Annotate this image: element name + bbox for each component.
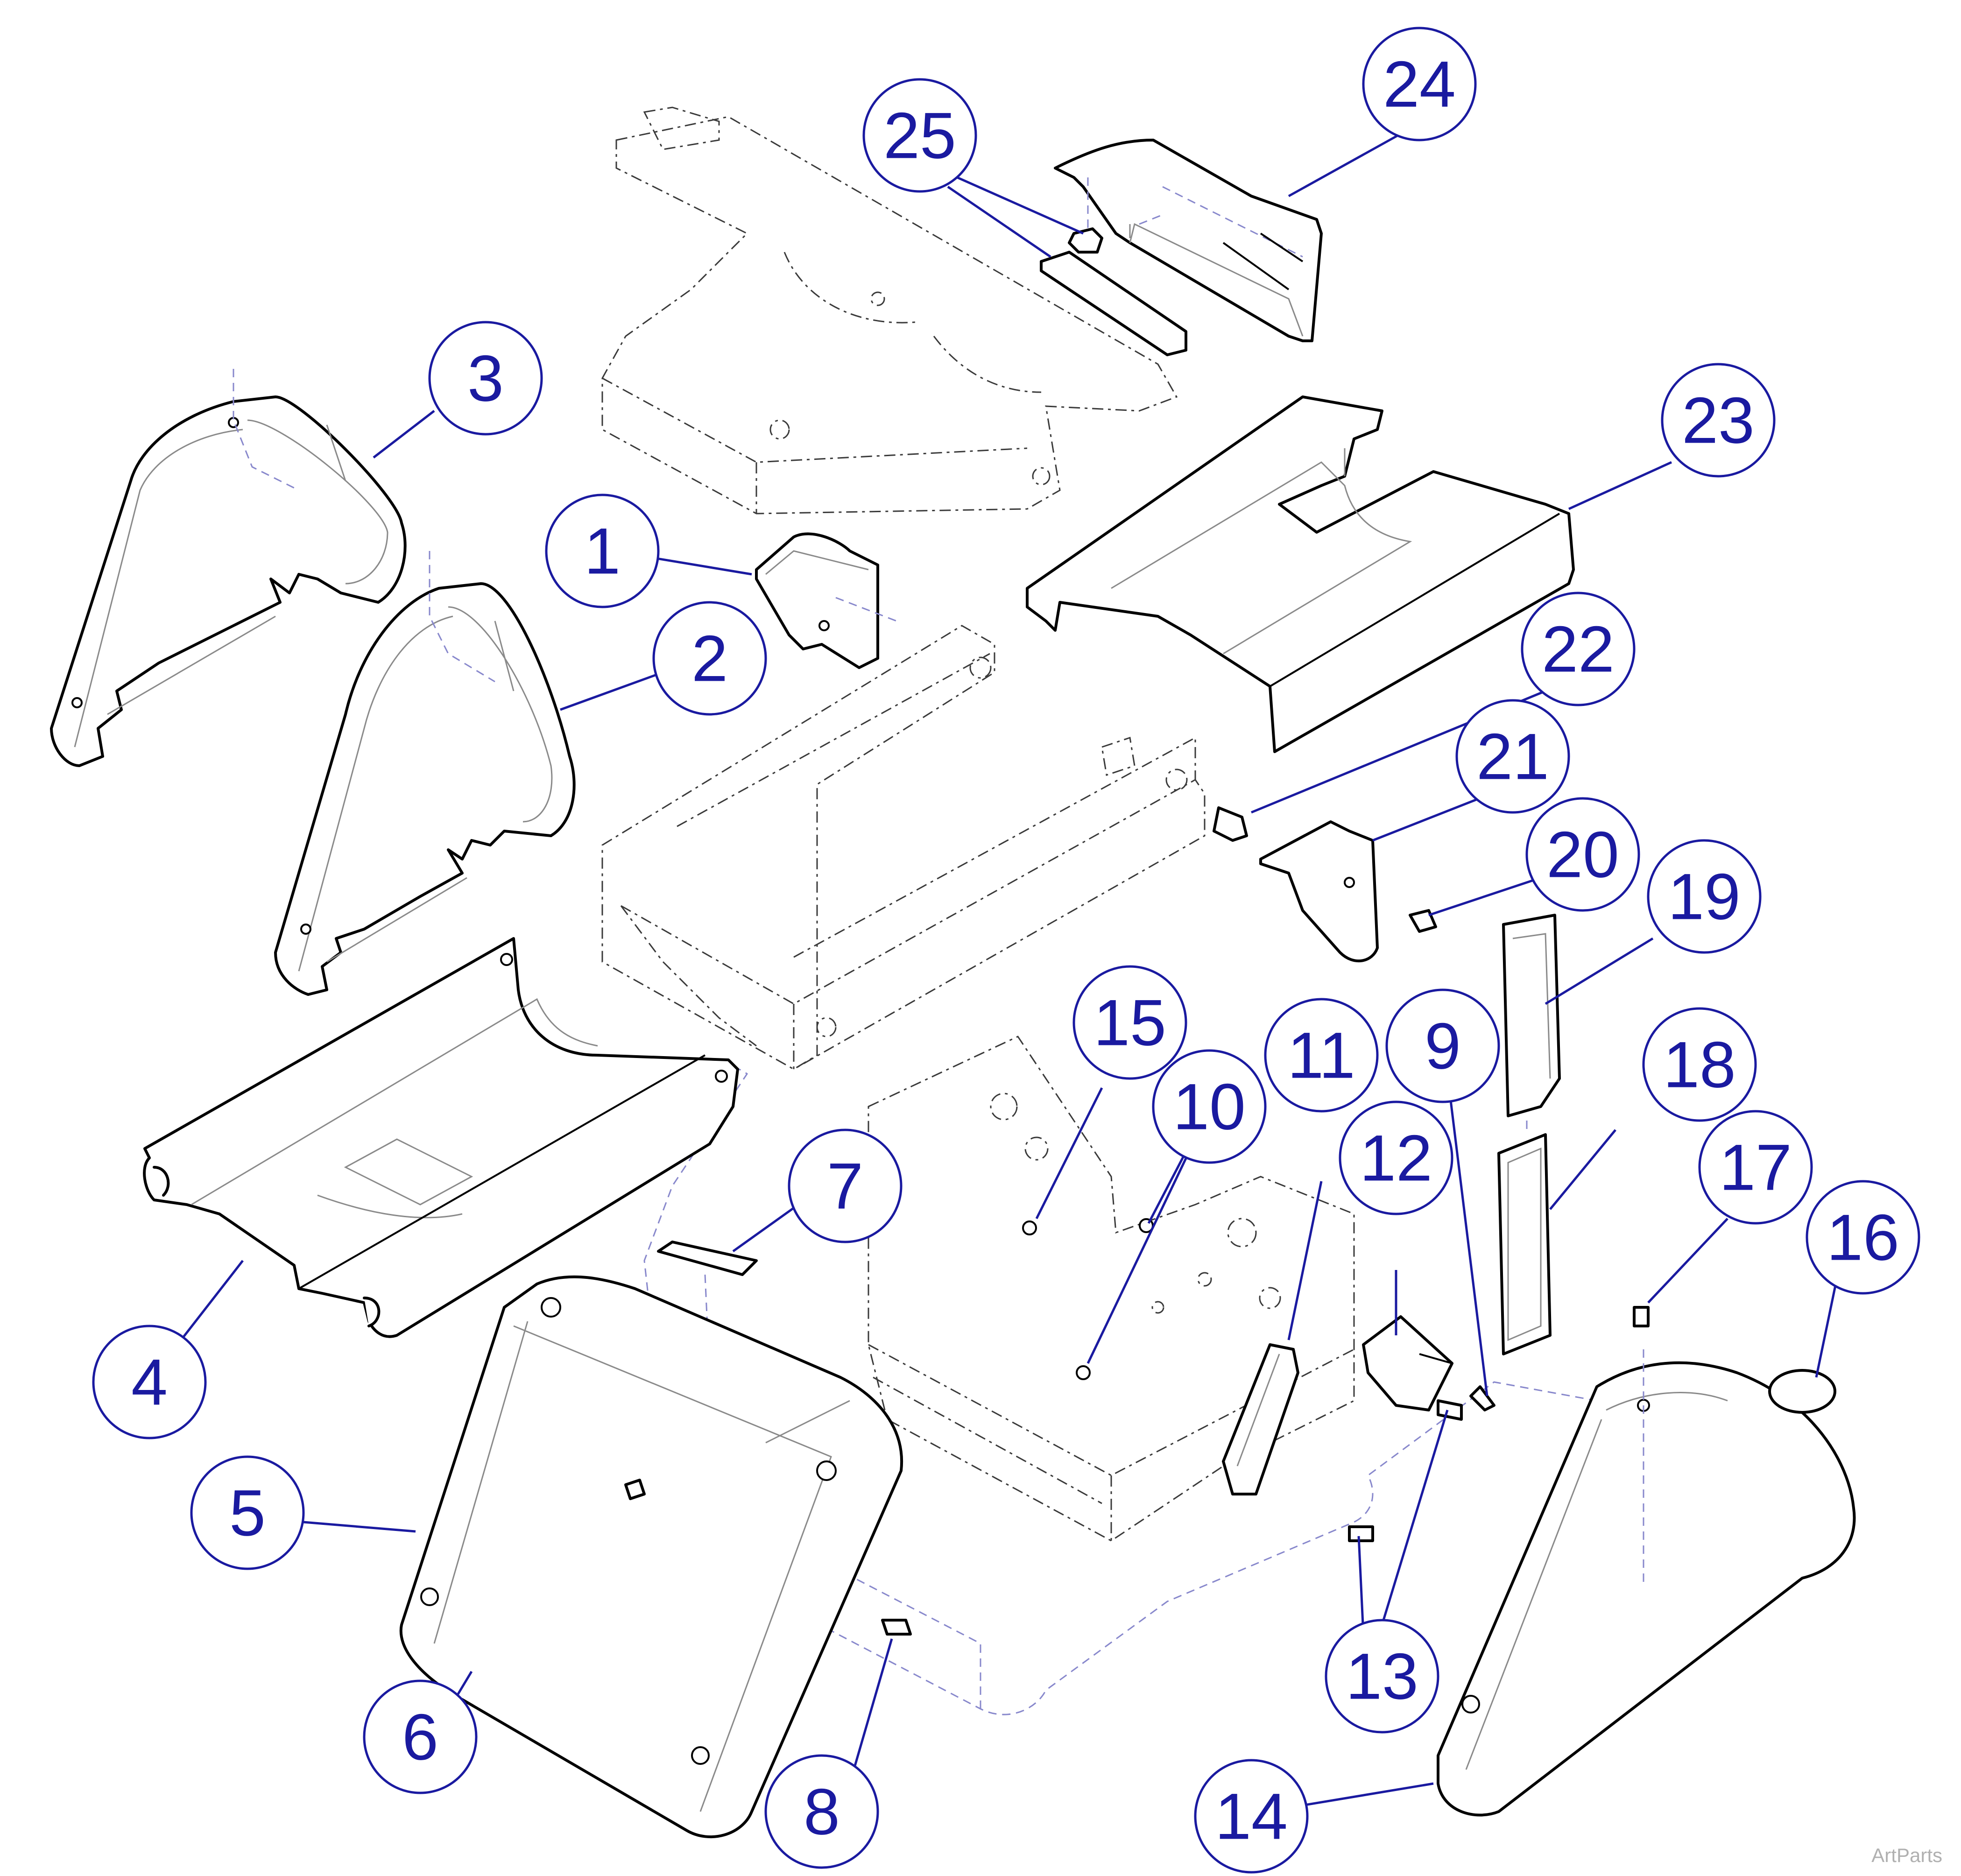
callout-17-label: 17 <box>1719 1131 1792 1204</box>
callout-2: 2 <box>652 601 767 716</box>
callout-12: 12 <box>1339 1100 1453 1215</box>
callout-23: 23 <box>1661 363 1776 478</box>
part-2-right-rear-shroud <box>274 551 576 996</box>
callout-11: 11 <box>1264 998 1379 1113</box>
callout-10-label: 10 <box>1173 1070 1246 1143</box>
callout-1: 1 <box>545 494 660 608</box>
phantom-upper-frame <box>601 106 1178 515</box>
part-25-foam-strips <box>1040 177 1187 356</box>
callout-1-label: 1 <box>584 515 621 588</box>
part-19-label <box>1502 914 1561 1117</box>
part-22-standoff <box>1213 806 1248 842</box>
callout-3: 3 <box>428 321 543 436</box>
part-14-right-shroud <box>1437 1349 1856 1817</box>
callout-25: 25 <box>862 78 977 193</box>
callout-9-label: 9 <box>1425 1009 1461 1083</box>
part-23-cover-plate <box>1026 395 1575 753</box>
callout-9: 9 <box>1385 988 1500 1103</box>
callout-20-label: 20 <box>1546 818 1619 891</box>
callout-19: 19 <box>1647 839 1762 954</box>
part-3-left-rear-shroud <box>50 369 407 767</box>
callout-12-label: 12 <box>1360 1121 1432 1195</box>
callout-5-label: 5 <box>229 1476 266 1550</box>
part-5-6-left-shroud <box>399 1275 903 1838</box>
part-18-label <box>1497 1121 1552 1355</box>
callout-8: 8 <box>764 1754 879 1869</box>
callout-25-label: 25 <box>883 99 956 172</box>
callout-6: 6 <box>363 1679 478 1794</box>
phantom-base-frame <box>868 1036 1355 1542</box>
part-9-clip <box>1469 1385 1495 1411</box>
part-4-base-tray <box>143 937 739 1338</box>
callout-7: 7 <box>788 1128 903 1243</box>
callout-8-label: 8 <box>804 1775 840 1848</box>
callouts: 1 2 3 4 5 6 7 8 9 10 11 12 13 14 15 16 1… <box>92 27 1920 1874</box>
part-16-badge <box>1768 1369 1836 1414</box>
callout-22: 22 <box>1521 592 1636 706</box>
callout-18: 18 <box>1642 1007 1757 1122</box>
part-15-washer <box>1022 1220 1037 1235</box>
callout-4: 4 <box>92 1325 207 1439</box>
callout-16-label: 16 <box>1827 1201 1899 1274</box>
callout-2-label: 2 <box>691 622 728 695</box>
part-17-screw <box>1633 1306 1650 1327</box>
callout-15: 15 <box>1072 965 1187 1080</box>
callout-21-label: 21 <box>1476 720 1549 793</box>
callout-24: 24 <box>1362 27 1477 141</box>
callout-15-label: 15 <box>1093 986 1166 1059</box>
part-1-bracket <box>755 532 897 669</box>
callout-4-label: 4 <box>131 1346 168 1419</box>
callout-14-label: 14 <box>1215 1780 1288 1853</box>
callout-23-label: 23 <box>1682 384 1755 457</box>
callout-13: 13 <box>1325 1619 1439 1734</box>
callout-17: 17 <box>1698 1110 1813 1225</box>
part-12-mounting-plate <box>1362 1315 1453 1411</box>
callout-11-label: 11 <box>1287 1019 1355 1092</box>
callout-13-label: 13 <box>1346 1640 1418 1713</box>
part-13-screws <box>1348 1399 1463 1542</box>
part-11-mounting-channel <box>1222 1343 1299 1495</box>
part-8-screw <box>881 1619 912 1636</box>
callout-10: 10 <box>1152 1049 1267 1164</box>
phantom-rails <box>601 625 1206 1070</box>
callout-22-label: 22 <box>1542 613 1615 686</box>
callout-19-label: 19 <box>1668 860 1741 933</box>
callout-20: 20 <box>1525 797 1640 912</box>
callout-21: 21 <box>1455 699 1570 814</box>
callout-14: 14 <box>1194 1759 1309 1874</box>
part-10-washer-lower <box>1076 1365 1091 1380</box>
callout-18-label: 18 <box>1663 1028 1736 1101</box>
artparts-watermark: ArtParts <box>1871 1844 1942 1866</box>
callout-24-label: 24 <box>1383 48 1456 121</box>
callout-3-label: 3 <box>467 342 504 415</box>
callout-16: 16 <box>1806 1180 1920 1295</box>
part-21-side-bracket <box>1259 820 1379 962</box>
callout-7-label: 7 <box>827 1150 863 1223</box>
part-24-top-cover <box>1054 139 1323 342</box>
callout-6-label: 6 <box>402 1700 438 1774</box>
callout-5: 5 <box>190 1455 305 1570</box>
